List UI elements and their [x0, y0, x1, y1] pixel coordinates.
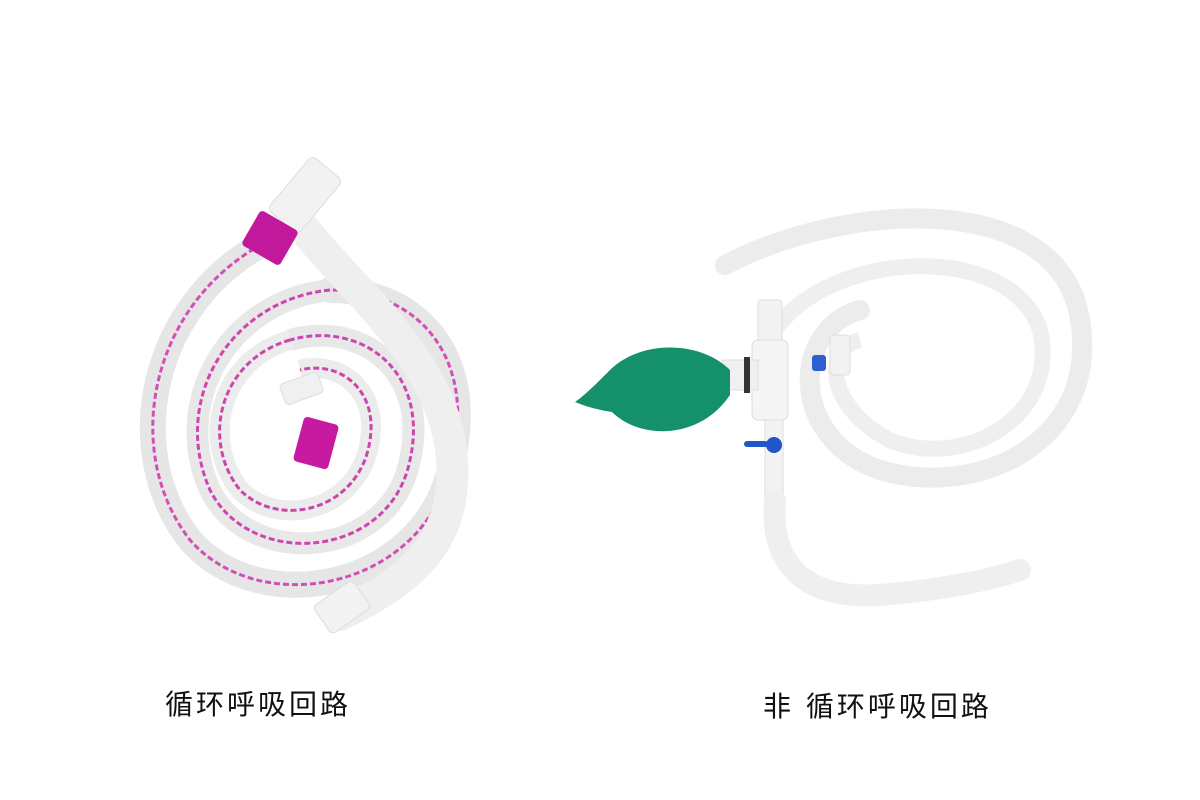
non-circulating-circuit-caption: 非 循环呼吸回路: [763, 690, 992, 723]
non-circulating-breathing-circuit-image: [570, 200, 1110, 620]
circulating-circuit-caption: 循环呼吸回路: [165, 688, 352, 721]
circulating-breathing-circuit-image: [110, 150, 490, 650]
